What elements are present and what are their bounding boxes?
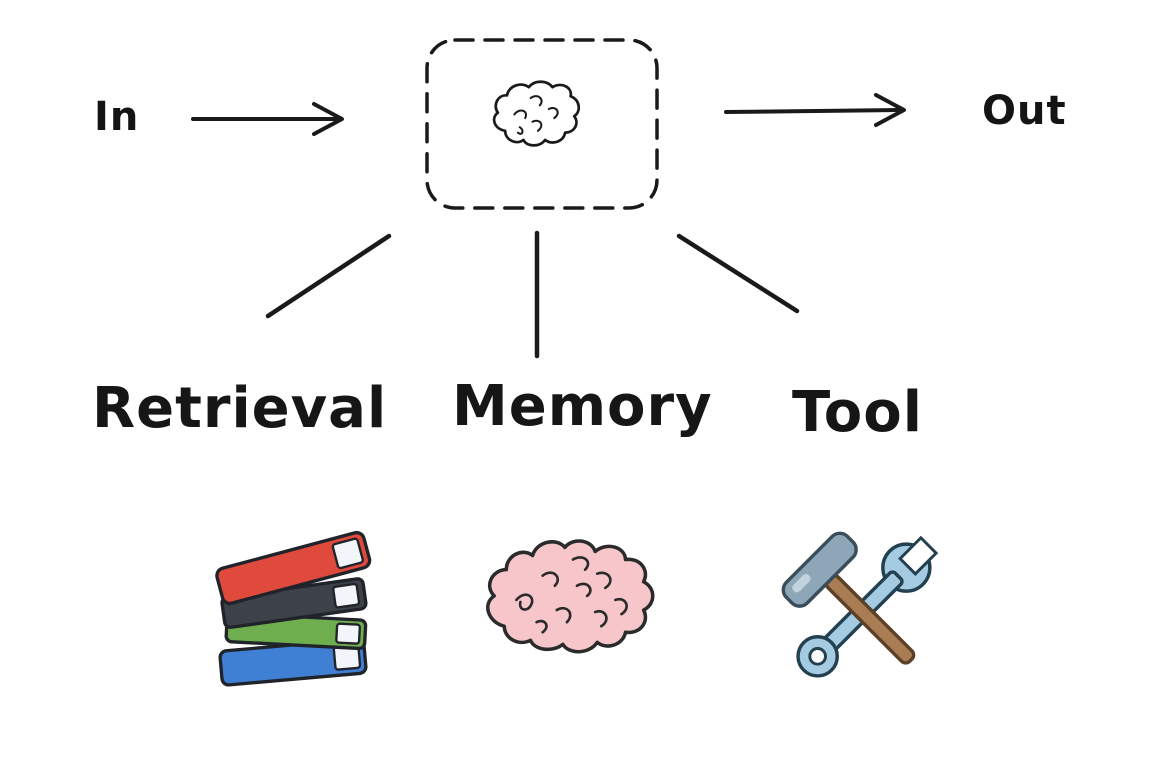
retrieval-connector bbox=[265, 233, 392, 319]
out-arrowhead-icon bbox=[874, 93, 906, 127]
wrench-jaw-slot bbox=[898, 535, 939, 576]
hammer bbox=[781, 531, 916, 665]
brain-outline bbox=[486, 539, 655, 654]
wrench bbox=[796, 535, 939, 678]
brain-icon bbox=[476, 526, 678, 684]
book-dark-pages bbox=[332, 582, 361, 609]
book-green-pages bbox=[335, 622, 361, 645]
input-label: In bbox=[94, 94, 140, 140]
book-blue bbox=[218, 637, 368, 687]
hammer-head-highlight bbox=[792, 574, 811, 593]
branch-label-memory: Memory bbox=[452, 374, 713, 439]
branch-label-retrieval: Retrieval bbox=[92, 376, 388, 441]
book-red bbox=[215, 530, 372, 606]
in-arrow bbox=[191, 102, 344, 136]
out-arrow-shaft bbox=[724, 108, 900, 114]
brain-doodle-icon bbox=[487, 74, 587, 164]
books-icon bbox=[198, 512, 388, 702]
book-red-pages bbox=[331, 537, 364, 570]
branch-label-tool: Tool bbox=[792, 380, 923, 445]
out-arrow bbox=[724, 93, 906, 127]
wrench-ring-hole bbox=[808, 647, 827, 666]
brain-folds bbox=[515, 556, 628, 634]
brain-doodle-outline bbox=[492, 80, 581, 147]
in-arrowhead-icon bbox=[312, 102, 344, 136]
tool-connector bbox=[676, 233, 800, 314]
brain-doodle-folds bbox=[513, 95, 559, 135]
output-label: Out bbox=[982, 88, 1067, 134]
hammer-wrench-icon bbox=[764, 514, 960, 710]
